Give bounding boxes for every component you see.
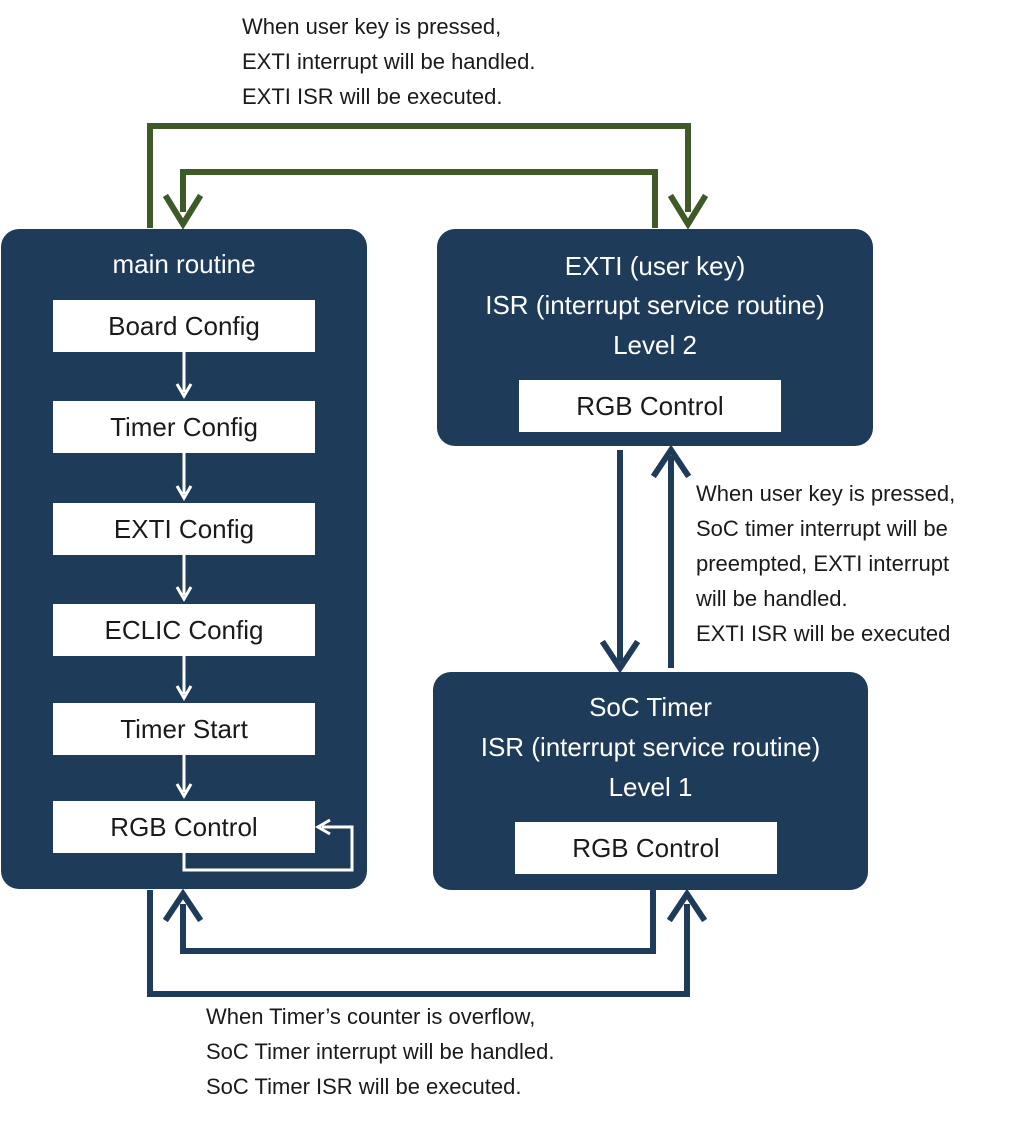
rgb-loop-arrow-head	[315, 818, 331, 836]
step-arrow-4-head	[175, 685, 193, 701]
arrow-main-to-timer	[147, 890, 690, 997]
arrow-timer-to-main	[180, 890, 656, 954]
timer-rgb-control: RGB Control	[515, 822, 777, 874]
note-right: When user key is pressed, SoC timer inte…	[696, 476, 955, 651]
note-bottom-line-2: SoC Timer interrupt will be handled.	[206, 1039, 555, 1064]
exti-rgb-control: RGB Control	[519, 380, 781, 432]
exti-isr-box: EXTI (user key) ISR (interrupt service r…	[437, 229, 873, 446]
note-right-line-4: will be handled.	[696, 586, 848, 611]
timer-isr-title-3: Level 1	[608, 772, 693, 802]
rgb-loop-arrow	[182, 825, 354, 872]
main-routine-title: main routine	[112, 249, 256, 279]
arrow-exti-to-main	[180, 169, 658, 228]
step-arrow-3-head	[175, 586, 193, 602]
step-timer-config: Timer Config	[53, 401, 315, 453]
note-bottom-line-3: SoC Timer ISR will be executed.	[206, 1074, 522, 1099]
arrow-exti-to-main-head	[162, 193, 204, 230]
arrow-timer-to-main-head	[162, 888, 204, 923]
note-right-line-2: SoC timer interrupt will be	[696, 516, 948, 541]
note-top-line-1: When user key is pressed,	[242, 14, 502, 39]
step-arrow-1-head	[175, 383, 193, 399]
note-top-line-3: EXTI ISR will be executed.	[242, 84, 503, 109]
exti-isr-title-3: Level 2	[613, 330, 697, 360]
step-rgb-control: RGB Control	[53, 801, 315, 853]
step-exti-config: EXTI Config	[53, 503, 315, 555]
note-right-line-1: When user key is pressed,	[696, 481, 956, 506]
note-right-line-5: EXTI ISR will be executed	[696, 621, 951, 646]
timer-isr-box: SoC Timer ISR (interrupt service routine…	[433, 672, 868, 890]
step-timer-start: Timer Start	[53, 703, 315, 755]
arrow-exti-to-timer-head	[599, 639, 641, 674]
exti-isr-title-2: ISR (interrupt service routine)	[485, 290, 825, 320]
exti-isr-title-1: EXTI (user key)	[564, 251, 746, 281]
timer-isr-title-1: SoC Timer	[589, 692, 712, 722]
step-arrow-2-head	[175, 485, 193, 501]
note-right-line-3: preempted, EXTI interrupt	[696, 551, 950, 576]
timer-isr-title-2: ISR (interrupt service routine)	[480, 732, 821, 762]
arrow-main-to-exti	[147, 123, 691, 228]
step-arrow-5-head	[175, 783, 193, 799]
step-eclic-config: ECLIC Config	[53, 604, 315, 656]
arrow-main-to-exti-head	[667, 193, 709, 230]
note-top-line-2: EXTI interrupt will be handled.	[242, 49, 536, 74]
note-bottom: When Timer’s counter is overflow, SoC Ti…	[206, 999, 555, 1104]
note-top: When user key is pressed, EXTI interrupt…	[242, 9, 536, 114]
arrow-main-to-timer-head	[666, 888, 708, 923]
note-bottom-line-1: When Timer’s counter is overflow,	[206, 1004, 536, 1029]
arrow-timer-to-exti-head	[650, 444, 692, 479]
step-board-config: Board Config	[53, 300, 315, 352]
